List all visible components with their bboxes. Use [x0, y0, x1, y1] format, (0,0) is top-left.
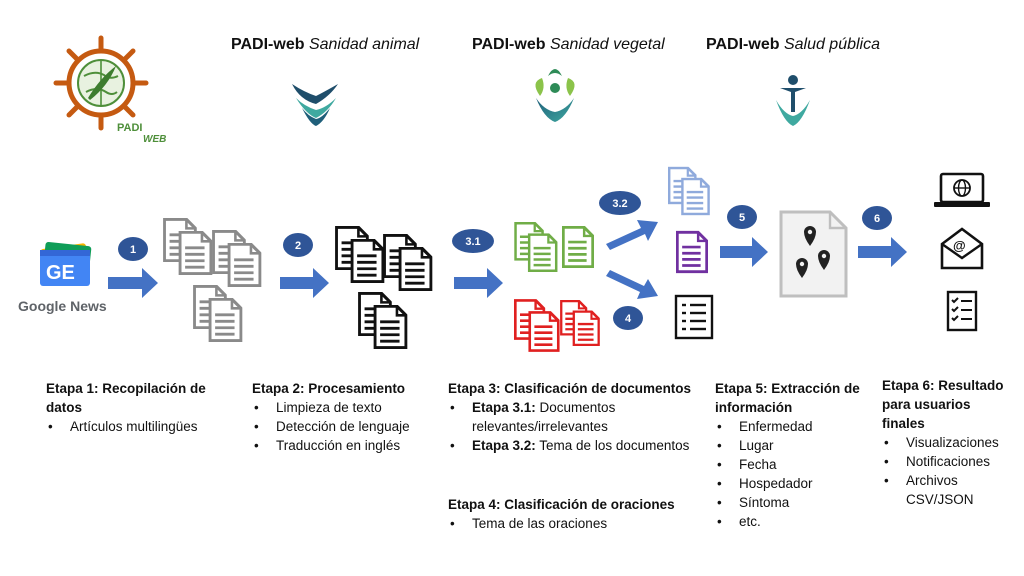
stage2-documents: [336, 227, 431, 347]
google-news-icon: GE: [40, 241, 92, 286]
logo-text-padi: PADI: [117, 122, 142, 134]
svg-text:4: 4: [625, 313, 632, 325]
step-badge-6: 6: [862, 206, 892, 230]
relevant-documents: [515, 223, 594, 271]
google-news-badge: GE: [46, 262, 75, 284]
svg-text:1: 1: [130, 244, 136, 256]
arrow-step-5: [720, 237, 768, 267]
svg-text:2: 2: [295, 240, 301, 252]
stage-6-title: Etapa 6: Resultado para usuarios finales: [882, 378, 1004, 431]
animal-health-icon: [292, 84, 338, 126]
email-icon: @: [940, 227, 984, 270]
irrelevant-documents: [515, 300, 599, 350]
stage-6-item: Notificaciones: [882, 452, 1017, 471]
arrow-step-3-2: [606, 220, 658, 250]
header-plant-health: PADI-web Sanidad vegetal: [472, 36, 665, 53]
stage-5-description: Etapa 5: Extracción de información Enfer…: [715, 379, 875, 531]
stage-2-description: Etapa 2: Procesamiento Limpieza de texto…: [252, 379, 442, 455]
arrow-step-1: [108, 268, 158, 298]
arrow-step-2: [280, 268, 329, 298]
arrow-step-4: [606, 270, 658, 299]
step-badge-3-1: 3.1: [452, 229, 494, 253]
file-checklist-icon: [946, 290, 978, 332]
stage-2-item: Traducción en inglés: [252, 436, 442, 455]
svg-text:6: 6: [874, 213, 880, 225]
header-public-health: PADI-web Salud pública: [706, 36, 881, 53]
laptop-icon: [934, 172, 990, 207]
stage-4-description: Etapa 4: Clasificación de oraciones Tema…: [448, 495, 710, 533]
extraction-document-icon: [779, 210, 848, 298]
stage-5-item: Enfermedad: [715, 417, 875, 436]
stage-6-item: Archivos CSV/JSON: [882, 471, 1017, 509]
google-news-label: Google News: [18, 298, 107, 314]
stage-5-item: Síntoma: [715, 493, 875, 512]
stage-3-title: Etapa 3: Clasificación de documentos: [448, 381, 692, 396]
stage-3-description: Etapa 3: Clasificación de documentos Eta…: [448, 379, 710, 455]
plant-health-icon: [535, 69, 575, 122]
stage-2-item: Limpieza de texto: [252, 398, 442, 417]
stage1-documents: [164, 219, 260, 340]
stage-5-item: Fecha: [715, 455, 875, 474]
stage-3-item: Etapa 3.2: Tema de los documentos: [448, 436, 710, 455]
stage-5-title: Etapa 5: Extracción de información: [715, 381, 860, 415]
stage-4-item: Tema de las oraciones: [448, 514, 710, 533]
arrow-step-6: [858, 237, 907, 267]
step-badge-5: 5: [727, 205, 757, 229]
arrow-step-3-1: [454, 268, 503, 298]
step-badge-1: 1: [118, 237, 148, 261]
header-animal-health: PADI-web Sanidad animal: [231, 36, 420, 53]
stage-1-item: Artículos multilingües: [46, 417, 226, 436]
public-health-icon: [776, 75, 810, 126]
padi-web-logo: PADI WEB: [53, 35, 166, 145]
stage-5-item: etc.: [715, 512, 875, 531]
step-badge-3-2: 3.2: [599, 191, 641, 215]
stage-3-item: Etapa 3.1: Documentos relevantes/irrelev…: [448, 398, 710, 436]
logo-text-web: WEB: [143, 134, 166, 145]
stage-5-item: Hospedador: [715, 474, 875, 493]
stage-5-item: Lugar: [715, 436, 875, 455]
svg-text:5: 5: [739, 212, 745, 224]
stage-1-title: Etapa 1: Recopilación de datos: [46, 381, 206, 415]
stage-4-title: Etapa 4: Clasificación de oraciones: [448, 497, 675, 512]
svg-text:3.1: 3.1: [465, 236, 480, 248]
step-badge-2: 2: [283, 233, 313, 257]
svg-text:3.2: 3.2: [612, 198, 627, 210]
svg-text:@: @: [953, 238, 966, 253]
step-badge-4: 4: [613, 306, 643, 330]
stage-1-description: Etapa 1: Recopilación de datos Artículos…: [46, 379, 226, 436]
stage-2-title: Etapa 2: Procesamiento: [252, 381, 406, 396]
stage-2-item: Detección de lenguaje: [252, 417, 442, 436]
stage-6-item: Visualizaciones: [882, 433, 1017, 452]
sentence-list-icon: [674, 294, 714, 340]
topic-documents: [669, 168, 709, 214]
topic-document-purple: [676, 230, 708, 274]
stage-6-description: Etapa 6: Resultado para usuarios finales…: [882, 376, 1017, 509]
